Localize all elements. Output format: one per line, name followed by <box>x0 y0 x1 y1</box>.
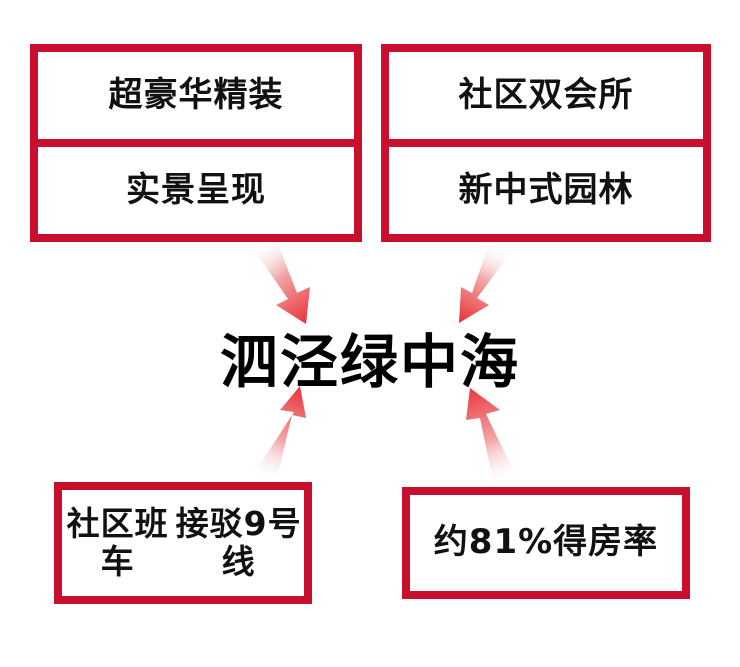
feature-label-luxury-decoration: 超豪华精装 <box>38 52 354 139</box>
feature-label-efficiency: 约81%得房率 <box>410 495 682 591</box>
feature-label-real-scene: 实景呈现 <box>38 147 354 234</box>
feature-label-clubhouses: 社区双会所 <box>389 52 703 139</box>
arrow-bottom-left <box>250 386 306 482</box>
project-title: 泗泾绿中海 <box>219 328 520 396</box>
feature-box-amenities: 社区双会所 新中式园林 <box>381 44 711 242</box>
feature-box-efficiency: 约81%得房率 <box>402 487 690 599</box>
feature-label-shuttle: 社区班车 接驳9号线 <box>62 490 304 596</box>
arrow-top-right <box>459 244 514 323</box>
feature-box-decoration: 超豪华精装 实景呈现 <box>30 44 362 242</box>
arrow-bottom-right <box>466 388 520 486</box>
feature-label-shuttle-line1: 社区班车 <box>66 504 169 581</box>
feature-label-shuttle-line2: 接驳9号线 <box>175 504 302 581</box>
feature-box-shuttle: 社区班车 接驳9号线 <box>54 482 312 604</box>
arrow-top-left <box>252 244 310 324</box>
feature-label-garden: 新中式园林 <box>389 147 703 234</box>
